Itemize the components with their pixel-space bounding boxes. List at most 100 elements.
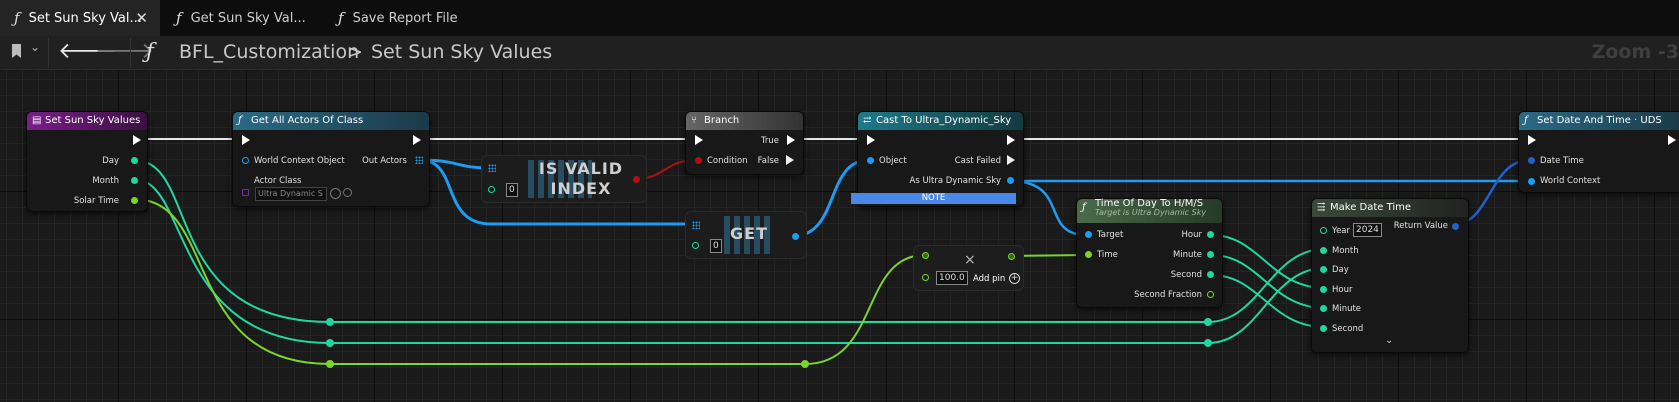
exec-in-pin[interactable] <box>695 135 703 145</box>
array-grid-icon[interactable] <box>415 156 423 164</box>
graph-toolbar: ⌄ 🡐 🡒 ƒ BFL_Customization > Set Sun Sky … <box>0 36 1679 70</box>
hour-pin[interactable] <box>1207 231 1214 238</box>
forward-arrow-icon[interactable]: 🡒 <box>95 39 154 64</box>
exec-in-pin[interactable] <box>867 135 875 145</box>
hour-label: Hour <box>1332 285 1353 295</box>
chevron-down-icon[interactable]: ⌄ <box>30 40 41 54</box>
world-context-label: World Context <box>1540 176 1601 186</box>
node-title: Time Of Day To H/M/S <box>1095 198 1204 209</box>
bookmark-icon[interactable] <box>12 44 21 58</box>
node-title: Make Date Time <box>1330 202 1412 213</box>
actor-class-pin[interactable] <box>242 189 249 196</box>
zoom-level: Zoom -3 <box>1591 41 1679 63</box>
node-header: ⇶ Make Date Time <box>1312 199 1468 217</box>
close-icon[interactable]: ✕ <box>135 9 148 27</box>
node-time-of-day-to-hms[interactable]: ƒ Time Of Day To H/M/S Target is Ultra D… <box>1076 198 1223 308</box>
exec-out-pin[interactable] <box>413 135 421 145</box>
add-circle-icon[interactable]: + <box>1009 273 1020 284</box>
index-field[interactable]: 0 <box>506 183 518 197</box>
month-pin[interactable] <box>131 177 138 184</box>
node-get[interactable]: GET 0 <box>685 211 807 259</box>
tab-get-sun-sky-values[interactable]: ƒ Get Sun Sky Val... <box>162 0 322 36</box>
date-time-pin[interactable] <box>1528 157 1535 164</box>
node-multiply[interactable]: 100.0 × Add pin + <box>913 245 1024 291</box>
second-fraction-pin[interactable] <box>1207 291 1214 298</box>
second-fraction-label: Second Fraction <box>1134 290 1202 300</box>
solar-time-pin[interactable] <box>131 197 138 204</box>
actor-class-label: Actor Class <box>254 176 302 186</box>
item-out-pin[interactable] <box>792 233 799 240</box>
target-pin[interactable] <box>1085 231 1092 238</box>
index-pin[interactable] <box>488 186 495 193</box>
minute-pin[interactable] <box>1207 251 1214 258</box>
node-make-date-time[interactable]: ⇶ Make Date Time Year 2024 Return Value … <box>1311 198 1469 353</box>
year-pin[interactable] <box>1320 227 1327 234</box>
node-title: GET <box>730 224 768 243</box>
world-context-pin[interactable] <box>242 157 249 164</box>
exec-out-pin[interactable] <box>1007 135 1015 145</box>
arrow-circle-icon[interactable] <box>330 188 341 199</box>
array-grid-icon[interactable] <box>488 164 496 172</box>
time-pin[interactable] <box>1085 251 1092 258</box>
time-label: Time <box>1097 250 1118 260</box>
minute-pin[interactable] <box>1320 305 1327 312</box>
false-label: False <box>757 156 779 166</box>
function-icon: ƒ <box>176 9 182 27</box>
second-pin[interactable] <box>1320 325 1327 332</box>
exec-in-pin[interactable] <box>1528 135 1536 145</box>
back-arrow-icon[interactable]: 🡐 <box>58 39 117 64</box>
float-in-pin-a[interactable] <box>922 252 929 259</box>
cast-failed-exec-pin[interactable] <box>1007 155 1015 165</box>
node-title: Cast To Ultra_Dynamic_Sky <box>876 115 1012 126</box>
second-label: Second <box>1332 324 1364 334</box>
actor-class-dropdown[interactable]: Ultra Dynamic S <box>255 187 327 201</box>
object-pin[interactable] <box>867 157 874 164</box>
hour-label: Hour <box>1181 230 1202 240</box>
node-set-date-and-time-uds[interactable]: ƒ Set Date And Time · UDS Date Time Worl… <box>1518 111 1679 193</box>
second-pin[interactable] <box>1207 271 1214 278</box>
multiplier-field[interactable]: 100.0 <box>936 271 968 285</box>
node-branch[interactable]: ⑂ Branch True Condition False <box>685 111 804 175</box>
node-cast-to-ultra-dynamic-sky[interactable]: ⇄ Cast To Ultra_Dynamic_Sky Object Cast … <box>857 111 1024 207</box>
exec-in-pin[interactable] <box>242 135 250 145</box>
multiply-icon: × <box>964 252 976 268</box>
index-field[interactable]: 0 <box>710 239 722 253</box>
float-out-pin[interactable] <box>1008 253 1015 260</box>
pin-label-day: Day <box>102 156 119 166</box>
tab-save-report-file[interactable]: ƒ Save Report File <box>324 0 484 36</box>
array-watermark <box>528 160 592 198</box>
month-pin[interactable] <box>1320 247 1327 254</box>
float-in-pin-b[interactable] <box>922 274 929 281</box>
exec-out-pin[interactable] <box>1668 135 1676 145</box>
as-ultra-dynamic-sky-pin[interactable] <box>1007 177 1014 184</box>
node-is-valid-index[interactable]: IS VALID INDEX 0 <box>481 155 647 203</box>
return-value-label: Return Value <box>1393 221 1448 231</box>
tab-set-sun-sky-values[interactable]: ƒ Set Sun Sky Val... ✕ <box>0 0 160 36</box>
tab-bar: ƒ Set Sun Sky Val... ✕ ƒ Get Sun Sky Val… <box>0 0 1679 36</box>
world-context-pin[interactable] <box>1528 178 1535 185</box>
exec-out-pin[interactable] <box>133 135 141 145</box>
breadcrumb-parent[interactable]: BFL_Customization <box>179 41 360 63</box>
second-label: Second <box>1170 270 1202 280</box>
true-exec-pin[interactable] <box>787 135 795 145</box>
year-field[interactable]: 2024 <box>1353 223 1382 237</box>
chevron-down-icon[interactable]: ⌄ <box>1385 335 1394 346</box>
false-exec-pin[interactable] <box>786 155 794 165</box>
note-bar[interactable]: NOTE <box>851 193 1016 204</box>
function-icon: ƒ <box>146 39 154 63</box>
tab-label: Set Sun Sky Val... <box>28 10 142 26</box>
node-set-sun-sky-values[interactable]: ▤ Set Sun Sky Values Day Month Solar Tim… <box>26 111 148 212</box>
hour-pin[interactable] <box>1320 286 1327 293</box>
search-icon[interactable] <box>343 188 352 197</box>
array-grid-icon[interactable] <box>692 221 700 229</box>
node-header: ▤ Set Sun Sky Values <box>27 112 147 130</box>
return-value-pin[interactable] <box>1452 223 1459 230</box>
day-pin[interactable] <box>1320 266 1327 273</box>
node-get-all-actors-of-class[interactable]: ƒ Get All Actors Of Class World Context … <box>232 111 430 207</box>
day-pin[interactable] <box>131 157 138 164</box>
node-subtitle: Target is Ultra Dynamic Sky <box>1095 208 1207 217</box>
return-bool-pin[interactable] <box>633 176 640 183</box>
index-pin[interactable] <box>692 242 699 249</box>
condition-pin[interactable] <box>695 157 702 164</box>
